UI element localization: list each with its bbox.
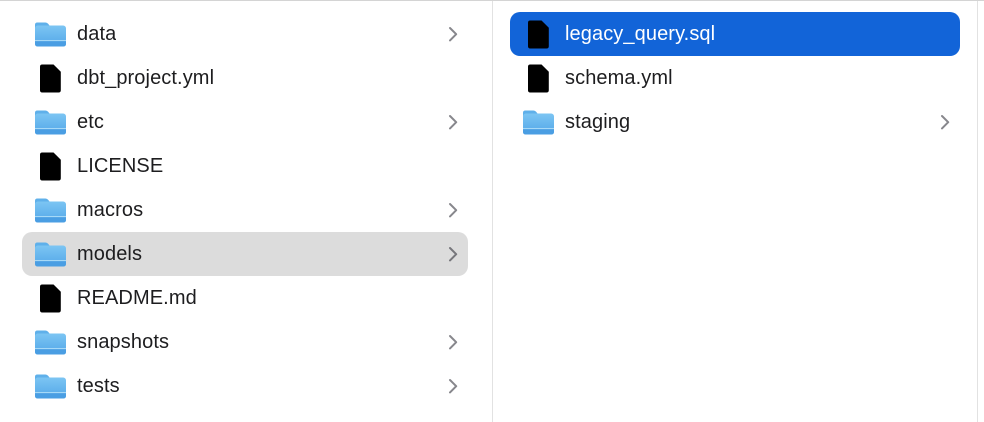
- file-name: dbt_project.yml: [77, 66, 215, 89]
- document-icon: [34, 282, 67, 314]
- file-name: etc: [77, 110, 104, 133]
- folder-icon: [34, 326, 67, 358]
- chevron-right-icon: [448, 114, 458, 130]
- file-row-data[interactable]: data: [22, 12, 468, 56]
- chevron-right-icon: [448, 26, 458, 42]
- chevron-right-icon: [448, 378, 458, 394]
- file-row-legacy-query-sql-selected[interactable]: legacy_query.sql: [510, 12, 960, 56]
- file-name: README.md: [77, 286, 197, 309]
- document-icon: [34, 150, 67, 182]
- file-name: tests: [77, 374, 120, 397]
- chevron-right-icon: [448, 202, 458, 218]
- folder-icon: [34, 194, 67, 226]
- document-icon: [34, 62, 67, 94]
- folder-icon: [34, 18, 67, 50]
- file-name: macros: [77, 198, 144, 221]
- document-icon: [522, 62, 555, 94]
- folder-icon: [34, 238, 67, 270]
- folder-icon: [522, 106, 555, 138]
- file-row-snapshots[interactable]: snapshots: [22, 320, 468, 364]
- file-row-dbt-project-yml[interactable]: dbt_project.yml: [22, 56, 468, 100]
- document-icon: [522, 18, 555, 50]
- file-row-readme-md[interactable]: README.md: [22, 276, 468, 320]
- file-name: schema.yml: [565, 66, 673, 89]
- column-stub: [978, 1, 984, 422]
- file-row-models-selected[interactable]: models: [22, 232, 468, 276]
- chevron-right-icon: [448, 334, 458, 350]
- file-name: LICENSE: [77, 154, 164, 177]
- file-name: data: [77, 22, 117, 45]
- file-row-etc[interactable]: etc: [22, 100, 468, 144]
- folder-icon: [34, 106, 67, 138]
- chevron-right-icon: [448, 246, 458, 262]
- column-parent: data dbt_project.yml etc LICENSE macros …: [0, 1, 493, 422]
- file-row-schema-yml[interactable]: schema.yml: [510, 56, 960, 100]
- file-row-tests[interactable]: tests: [22, 364, 468, 408]
- file-name: snapshots: [77, 330, 170, 353]
- file-name: staging: [565, 110, 631, 133]
- file-name: models: [77, 242, 143, 265]
- folder-icon: [34, 370, 67, 402]
- file-row-license[interactable]: LICENSE: [22, 144, 468, 188]
- column-child: legacy_query.sql schema.yml staging: [493, 1, 978, 422]
- file-row-macros[interactable]: macros: [22, 188, 468, 232]
- chevron-right-icon: [940, 114, 950, 130]
- file-row-staging[interactable]: staging: [510, 100, 960, 144]
- file-name: legacy_query.sql: [565, 22, 716, 45]
